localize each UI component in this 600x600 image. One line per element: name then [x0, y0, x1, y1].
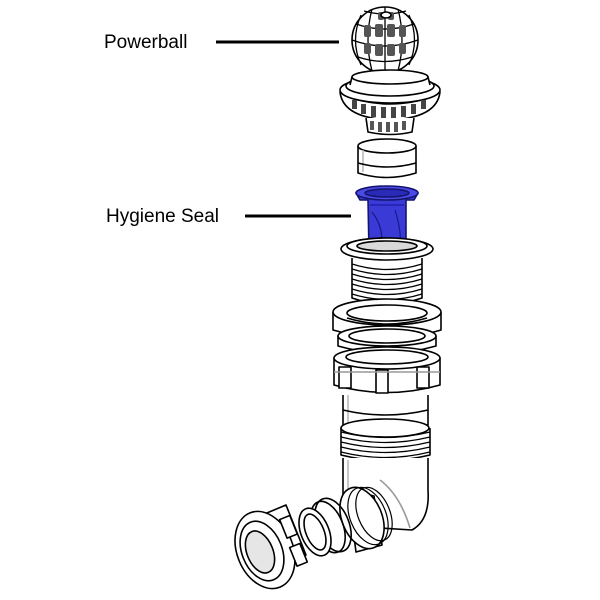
back-nut-part — [332, 298, 442, 354]
flange-body-part — [340, 237, 434, 305]
compression-nut-part — [333, 346, 441, 394]
spindle-sleeve-part — [357, 138, 417, 179]
strainer-part — [339, 69, 441, 136]
outlet-assembly-part — [234, 486, 393, 590]
hygiene-seal-label: Hygiene Seal — [106, 206, 220, 227]
powerball-part — [351, 6, 419, 74]
powerball-label: Powerball — [104, 32, 188, 53]
